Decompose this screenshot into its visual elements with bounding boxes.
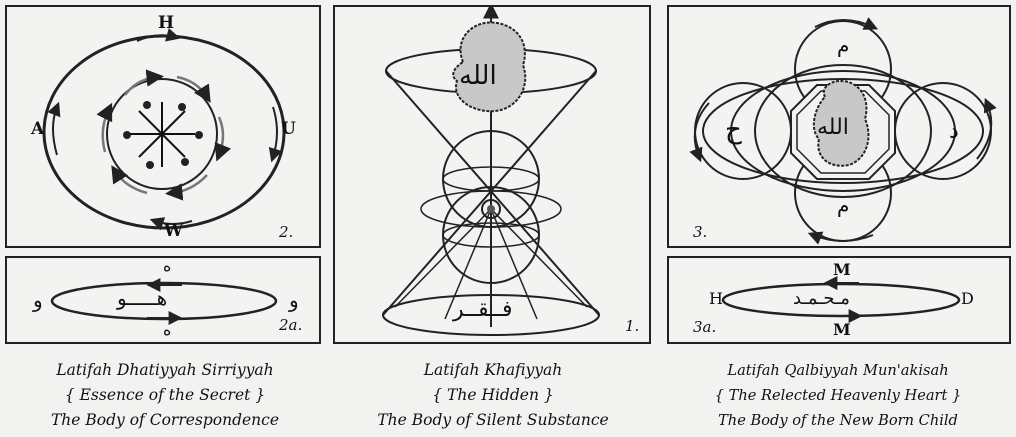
arabic-dal-right: د [949, 119, 959, 144]
arabic-waw-left: و [33, 288, 43, 312]
caption-subtitle: { Essence of the Secret } [2, 383, 328, 408]
panel-1-drawing [335, 7, 649, 342]
caption-body: The Body of the New Born Child [662, 408, 1014, 433]
panel-number: 2a. [279, 316, 302, 334]
letter-w: W [164, 221, 183, 241]
caption-subtitle: { The Hidden } [330, 383, 656, 408]
arabic-muhammad: مـحـمـد [793, 288, 850, 309]
panel-3-diagram: الله ح د م م 3. [667, 5, 1011, 248]
letter-m-bottom: M [833, 320, 851, 339]
caption-qalbiyyah: Latifah Qalbiyyah Mun'akisah { The Relec… [662, 358, 1014, 433]
panel-number: 1. [625, 317, 639, 335]
arabic-waw-right: و [289, 288, 299, 312]
arabic-mim-bottom: م [837, 193, 849, 217]
caption-title: Latifah Dhatiyyah Sirriyyah [2, 358, 328, 383]
caption-sirriyyah: Latifah Dhatiyyah Sirriyyah { Essence of… [2, 358, 328, 433]
arabic-allah-top: الله [459, 61, 497, 91]
letter-u: U [281, 119, 296, 139]
arabic-ha-top: ه [163, 256, 171, 275]
panel-number: 2. [279, 223, 293, 241]
letter-d: D [961, 289, 974, 308]
panel-number: 3a. [693, 318, 716, 336]
caption-body: The Body of Silent Substance [330, 408, 656, 433]
arabic-faqr: فــقــر [453, 297, 513, 322]
arabic-ha-left: ح [725, 115, 742, 145]
panel-number: 3. [693, 223, 707, 241]
arabic-allah-center: الله [817, 115, 849, 140]
letter-h: H [158, 13, 174, 33]
panel-3a-diagram: M H D M مـحـمـد 3a. [667, 256, 1011, 344]
panel-2-drawing [7, 7, 319, 246]
caption-title: Latifah Khafiyyah [330, 358, 656, 383]
arabic-mim-top: م [837, 33, 849, 57]
caption-body: The Body of Correspondence [2, 408, 328, 433]
arabic-huwa: هـــــو [117, 286, 167, 310]
caption-khafiyyah: Latifah Khafiyyah { The Hidden } The Bod… [330, 358, 656, 433]
panel-2-diagram: H A U W 2. [5, 5, 321, 248]
caption-title: Latifah Qalbiyyah Mun'akisah [662, 358, 1014, 383]
letter-h: H [709, 289, 723, 308]
letter-a: A [31, 119, 44, 139]
panel-1-diagram: الله فــقــر 1. [333, 5, 651, 344]
arabic-ha-bottom: ه [163, 320, 171, 339]
caption-subtitle: { The Relected Heavenly Heart } [662, 383, 1014, 408]
letter-m-top: M [833, 260, 851, 279]
panel-2a-diagram: ه هـــــو و و ه 2a. [5, 256, 321, 344]
